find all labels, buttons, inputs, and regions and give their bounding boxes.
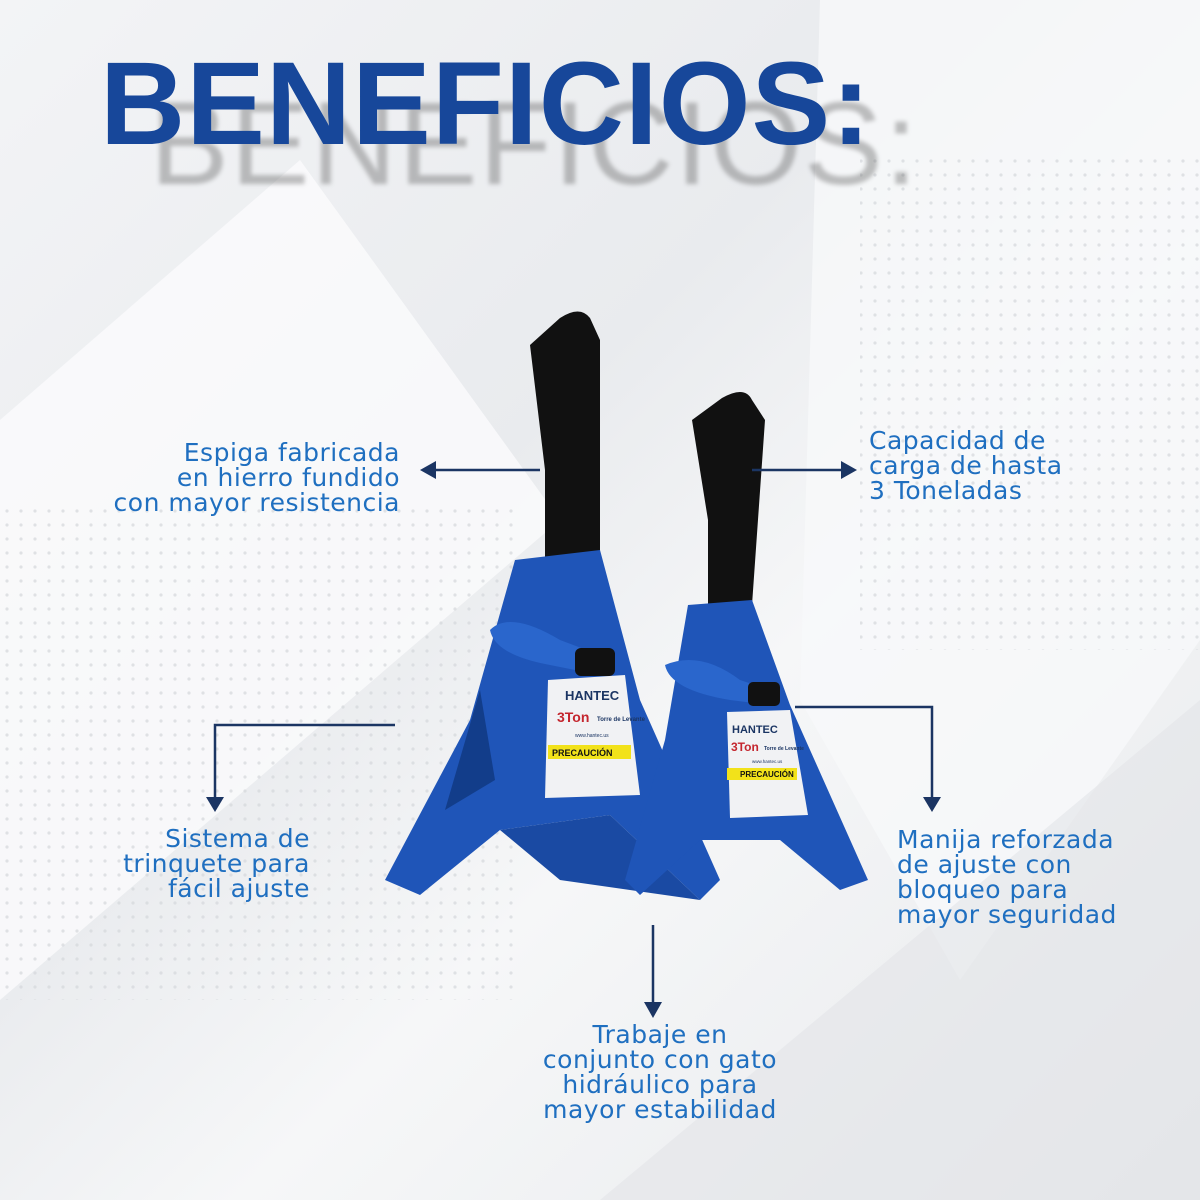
- feature-line: 3 Toneladas: [869, 476, 1023, 505]
- sticker-url: www.hantec.us: [575, 733, 609, 739]
- arrowhead-icon: [206, 797, 224, 812]
- feature-gato: Trabaje en conjunto con gato hidráulico …: [520, 1022, 800, 1122]
- feature-line: carga de hasta: [869, 451, 1063, 480]
- feature-line: de ajuste con: [897, 850, 1072, 879]
- sticker-capacity: 3Ton: [557, 709, 589, 725]
- arrowhead-icon: [923, 797, 941, 812]
- arrowhead-icon: [644, 1002, 662, 1018]
- feature-trinquete: Sistema de trinquete para fácil ajuste: [123, 826, 310, 901]
- right-post: [692, 391, 765, 605]
- sticker-warning-right: PRECAUCIÓN: [740, 770, 794, 779]
- left-post: [530, 311, 600, 560]
- feature-line: con mayor resistencia: [113, 488, 400, 517]
- feature-line: Sistema de: [165, 824, 310, 853]
- sticker-url-right: www.hantec.us: [752, 759, 783, 764]
- feature-line: bloqueo para: [897, 875, 1069, 904]
- left-handle-grip: [575, 648, 615, 676]
- sticker-product-name-right: Torre de Levante: [764, 746, 804, 752]
- sticker-capacity-right: 3Ton: [731, 740, 759, 754]
- arrowhead-icon: [841, 461, 857, 479]
- feature-line: conjunto con gato: [542, 1045, 778, 1074]
- feature-manija: Manija reforzada de ajuste con bloqueo p…: [897, 827, 1117, 927]
- left-sticker: [545, 675, 640, 798]
- arrow-manija: [795, 705, 934, 800]
- feature-espiga: Espiga fabricada en hierro fundido con m…: [114, 440, 400, 515]
- page-title: BENEFICIOS:: [100, 38, 872, 170]
- feature-capacidad: Capacidad de carga de hasta 3 Toneladas: [869, 428, 1063, 503]
- feature-line: trinquete para: [123, 849, 310, 878]
- right-jack-stand: [625, 391, 868, 895]
- arrowhead-icon: [420, 461, 436, 479]
- right-handle-grip: [748, 682, 780, 706]
- feature-line: mayor seguridad: [897, 900, 1117, 929]
- feature-line: en hierro fundido: [176, 463, 400, 492]
- feature-line: fácil ajuste: [167, 874, 310, 903]
- callout-arrows: [213, 468, 934, 1005]
- feature-line: hidráulico para: [562, 1070, 758, 1099]
- feature-line: Espiga fabricada: [183, 438, 400, 467]
- feature-line: Manija reforzada: [897, 825, 1115, 854]
- title-shadow: BENEFICIOS:: [150, 78, 920, 210]
- sticker-warning: PRECAUCIÓN: [552, 747, 613, 758]
- feature-line: Trabaje en: [592, 1020, 728, 1049]
- arrow-trinquete: [213, 723, 395, 800]
- sticker-brand-right: HANTEC: [732, 724, 778, 736]
- sticker-brand: HANTEC: [565, 688, 620, 703]
- feature-line: mayor estabilidad: [543, 1095, 777, 1124]
- right-sticker: [727, 710, 808, 818]
- feature-line: Capacidad de: [869, 426, 1046, 455]
- sticker-product-name: Torre de Levante: [597, 717, 646, 723]
